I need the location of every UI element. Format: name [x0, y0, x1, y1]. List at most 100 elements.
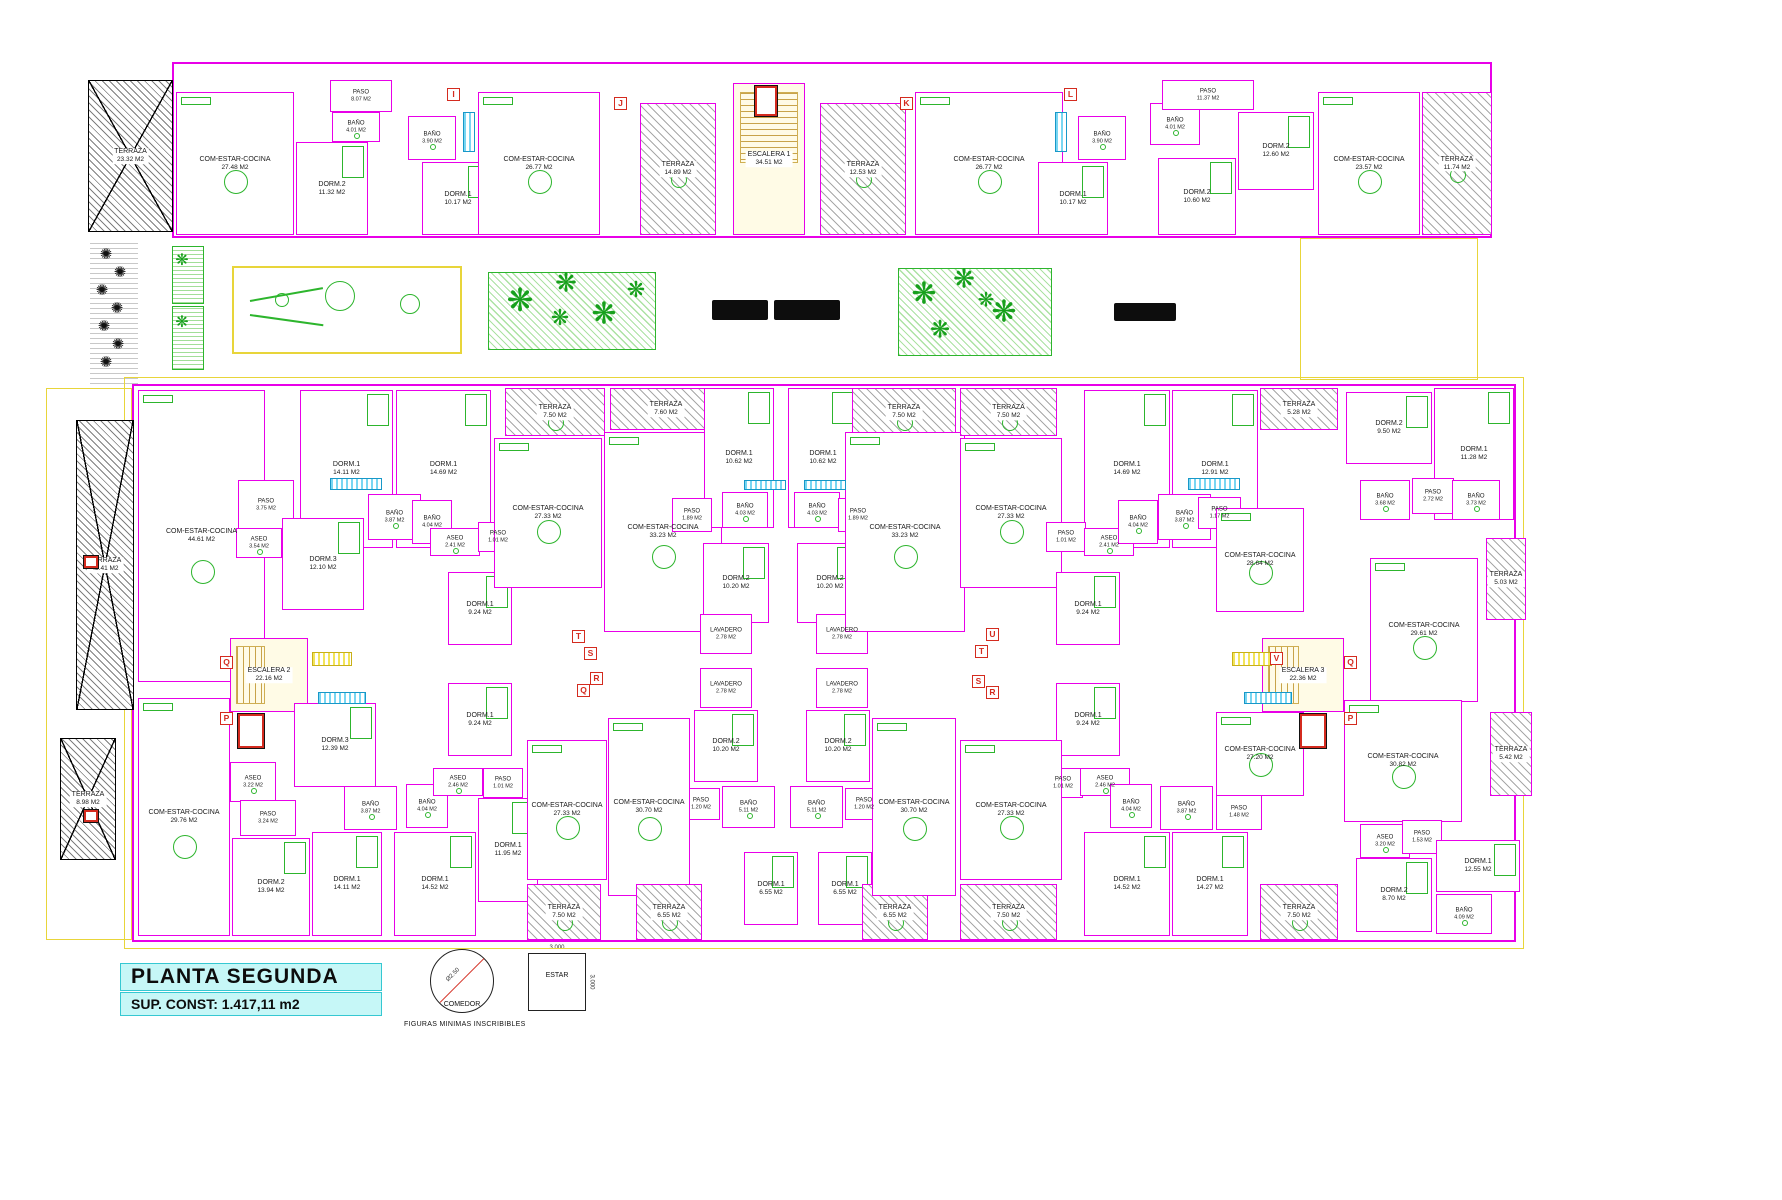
shaft-icon — [1232, 652, 1272, 666]
terrace-table-icon — [548, 415, 564, 431]
toilet-icon — [1107, 548, 1113, 554]
terrace-table-icon — [1292, 915, 1308, 931]
plan-total-area: SUP. CONST: 1.417,11 m2 — [131, 996, 300, 1012]
toilet-icon — [1182, 523, 1189, 529]
sofa-icon — [532, 745, 562, 753]
table-icon — [1249, 753, 1273, 778]
bed-icon — [350, 707, 372, 739]
bed-icon — [1210, 162, 1232, 194]
wardrobe-icon — [318, 692, 366, 704]
plan-title: PLANTA SEGUNDA — [131, 965, 339, 988]
sofa-icon — [965, 443, 995, 451]
bed-icon — [1094, 576, 1116, 608]
section-marker-v-1270: V — [1270, 652, 1283, 665]
planted-area — [488, 272, 656, 350]
section-marker-k-900: K — [900, 97, 913, 110]
bed-icon — [450, 836, 472, 868]
entrance-icon — [84, 556, 98, 568]
bed-icon — [1232, 394, 1254, 426]
toilet-icon — [251, 788, 257, 794]
table-icon — [556, 815, 580, 840]
toilet-icon — [1383, 847, 1389, 853]
bed-icon — [1288, 116, 1310, 148]
legend: Ø2.50 COMEDOR 3.000 3.000 ESTAR FIGURAS … — [400, 945, 700, 1035]
toilet-icon — [354, 133, 360, 139]
bed-icon — [1494, 844, 1516, 876]
bed-icon — [1406, 396, 1428, 428]
wardrobe-icon — [463, 112, 475, 152]
bed-icon — [338, 522, 360, 554]
toilet-icon — [1383, 506, 1389, 512]
bench-icon — [1114, 303, 1176, 321]
bed-icon — [743, 547, 765, 579]
terrace-table-icon — [1001, 915, 1018, 931]
table-icon — [1000, 520, 1024, 544]
toilet-icon — [1462, 920, 1468, 926]
section-marker-r-986: R — [986, 686, 999, 699]
sofa-icon — [143, 703, 173, 711]
bed-icon — [844, 714, 866, 746]
toilet-icon — [453, 548, 459, 554]
toilet-icon — [1474, 506, 1480, 512]
toilet-icon — [368, 814, 375, 820]
sofa-icon — [1375, 563, 1405, 571]
bed-icon — [284, 842, 306, 874]
table-icon — [894, 545, 918, 569]
table-icon — [1249, 561, 1273, 586]
